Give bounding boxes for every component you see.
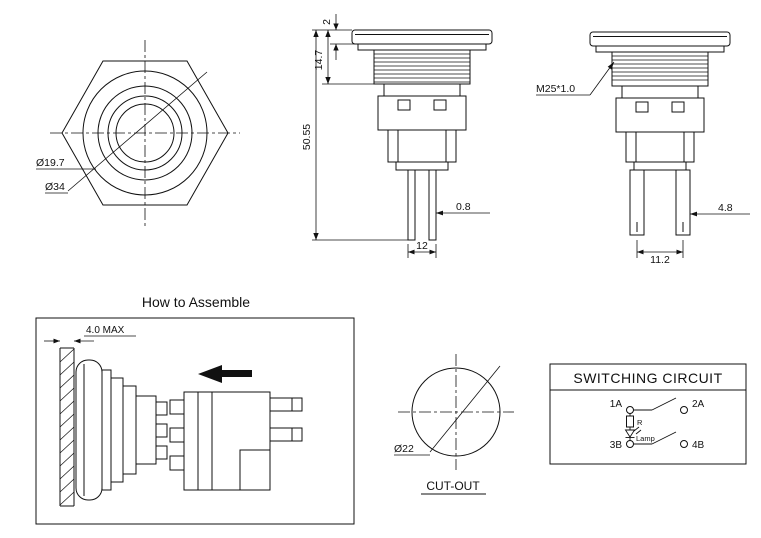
housing-window-right	[671, 101, 685, 113]
mounted-ring1	[101, 369, 112, 491]
circuit-border	[549, 363, 747, 465]
assembly-view: How to Assemble 4.0 MAX	[35, 294, 355, 525]
housing-base	[395, 161, 449, 171]
mounted-body	[135, 395, 157, 465]
cap-washer	[595, 45, 725, 53]
rear-view-dimensions	[536, 61, 750, 258]
mounted-cap	[75, 359, 103, 501]
mounted-tab1	[155, 401, 168, 416]
housing-window-left	[635, 101, 649, 113]
terminal-3b-label: 3B	[610, 440, 623, 451]
mounted-tab3	[155, 445, 168, 460]
assembly-title: How to Assemble	[142, 294, 250, 310]
assembly-direction-arrow	[198, 365, 252, 383]
dim-inner-diameter-label: Ø19.7	[36, 157, 65, 169]
dim-blade-width-label: 4.8	[718, 202, 733, 214]
blade-right	[675, 169, 691, 236]
switch-body-step	[239, 449, 271, 491]
mounted-nut	[122, 385, 137, 475]
cutout-centerlines	[398, 354, 514, 470]
terminal-2a-contact	[680, 406, 688, 414]
housing-upper	[377, 95, 467, 131]
housing-window-right	[433, 99, 447, 111]
side-view: 2 14.7 50.55 0.8 12	[301, 14, 493, 258]
cutout-view: Ø22 CUT-OUT	[394, 354, 514, 495]
mounted-button	[75, 359, 168, 501]
thread-body	[373, 49, 471, 85]
thread-lines	[612, 55, 708, 81]
snap-tab2	[169, 427, 185, 443]
terminal-3b-contact	[626, 440, 634, 448]
rear-view: M25*1.0 4.8 11.2	[536, 31, 750, 266]
terminal-4b-label: 4B	[692, 440, 705, 451]
neck-section	[383, 83, 461, 97]
front-view: Ø19.7 Ø34	[36, 40, 240, 226]
thread-spec-label: M25*1.0	[536, 83, 575, 95]
housing-upper	[615, 97, 705, 133]
terminal-blade-bottom	[269, 427, 303, 442]
dim-panel-thickness-label: 4.0 MAX	[86, 325, 125, 336]
switching-circuit: SWITCHING CIRCUIT 1A 2A 3B 4B R Lamp	[549, 363, 747, 465]
cap-washer	[357, 43, 487, 51]
thread-lines	[374, 53, 470, 83]
terminal-2a-label: 2A	[692, 399, 705, 410]
dim-pin-thickness-label: 0.8	[456, 201, 471, 213]
dim-cap-height-label: 2	[321, 19, 333, 25]
housing-base	[633, 161, 687, 171]
mounted-tab2	[155, 423, 168, 438]
terminal-1a-label: 1A	[610, 399, 623, 410]
resistor-symbol	[626, 415, 634, 428]
lamp-label: Lamp	[636, 434, 655, 443]
assembly-border	[35, 317, 355, 525]
front-dim-leaders	[36, 71, 208, 194]
snap-tab3	[169, 455, 185, 471]
terminal-1a-contact	[626, 406, 634, 414]
circuit-title: SWITCHING CIRCUIT	[573, 370, 722, 386]
panel-thickness-dim	[44, 335, 136, 344]
terminal-4b-contact	[680, 440, 688, 448]
neck-section	[621, 85, 699, 99]
dim-pin-span-label: 12	[416, 240, 428, 252]
pin-left	[407, 169, 416, 241]
panel-wall	[59, 347, 75, 507]
pin-right	[428, 169, 437, 241]
switch-body	[183, 391, 271, 491]
blade-left	[629, 169, 645, 236]
cap-profile	[351, 29, 493, 45]
dim-upper-height-label: 14.7	[313, 50, 325, 71]
resistor-label: R	[637, 418, 643, 427]
side-view-dimensions	[312, 14, 490, 258]
panel-hatching	[59, 348, 75, 506]
cap-profile	[589, 31, 731, 47]
front-centerlines	[50, 40, 240, 226]
dim-blade-spacing-label: 11.2	[650, 254, 670, 266]
terminal-blade-top	[269, 397, 303, 412]
cutout-label: CUT-OUT	[426, 479, 480, 493]
dim-outer-diameter-label: Ø34	[45, 181, 65, 193]
cutout-leader	[394, 365, 501, 456]
circuit-wires	[629, 397, 677, 445]
housing-window-left	[397, 99, 411, 111]
snap-tab1	[169, 399, 185, 415]
lamp-led-symbol	[624, 426, 642, 438]
loose-switch-body	[169, 391, 303, 491]
mounted-ring2	[110, 377, 124, 483]
dim-total-height-label: 50.55	[301, 124, 313, 150]
dim-cutout-diameter-label: Ø22	[394, 443, 414, 455]
thread-body	[611, 51, 709, 87]
